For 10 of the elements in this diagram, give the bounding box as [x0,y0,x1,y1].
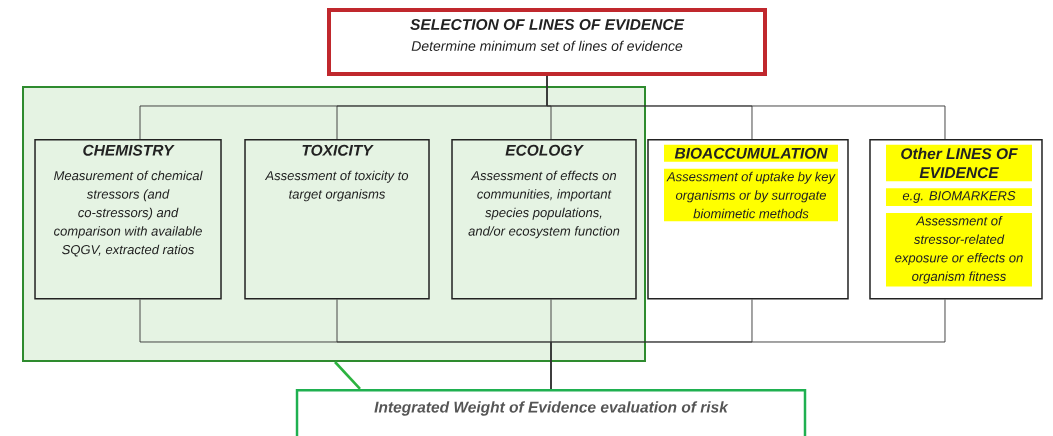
result-box: Integrated Weight of Evidence evaluation of risk [295,389,807,436]
connector-line [546,75,946,140]
connector-line [550,299,946,390]
connector-line [334,361,361,390]
evidence-box: TOXICITY Assessment of toxicity to target organisms [244,139,430,300]
evidence-box: CHEMISTRY Measurement of chemical stressors (and co-stressors) and comparison with available SQGV, extracted ratios [34,139,222,300]
evidence-box: Other LINES OF EVIDENCE e.g. BIOMARKERS Assessment of stressor-related exposure or effects on organism fitness [869,139,1043,300]
evidence-box: ECOLOGY Assessment of effects on communities, important species populations, and/or ecosystem function [451,139,637,300]
title-box: SELECTION OF LINES OF EVIDENCE Determine minimum set of lines of evidence [327,8,767,76]
evidence-box: BIOACCUMULATION Assessment of uptake by key organisms or by surrogate biomimetic methods [647,139,849,300]
